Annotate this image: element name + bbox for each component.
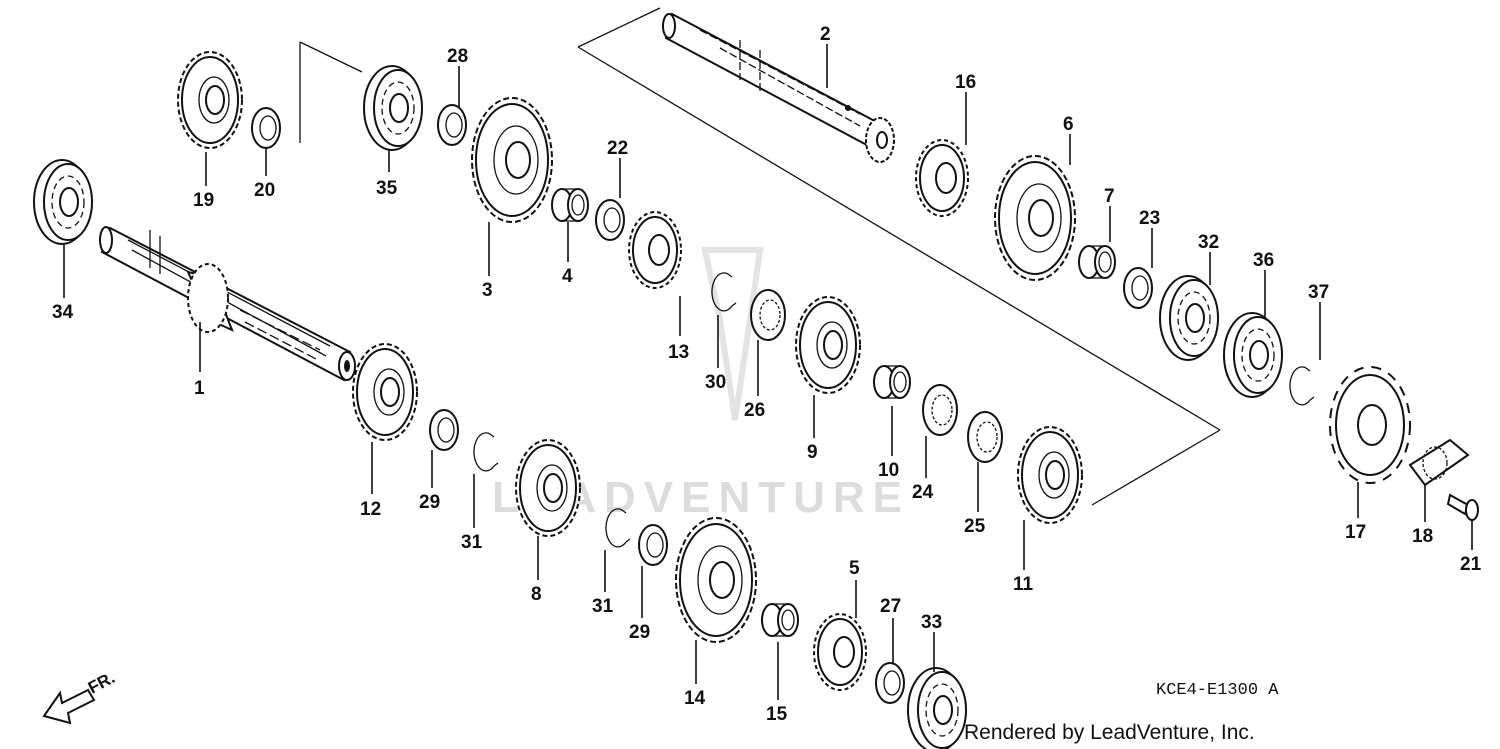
part-23-washer	[1123, 267, 1153, 309]
part-label-31-lower: 31	[592, 596, 614, 617]
part-label-25: 25	[964, 516, 986, 537]
countershaft-part	[662, 12, 895, 163]
part-32-bearing	[1159, 275, 1219, 361]
part-label-9: 9	[807, 442, 818, 463]
part-label-31: 31	[461, 532, 483, 553]
part-5-gear	[813, 613, 867, 691]
part-12-gear	[352, 343, 418, 441]
part-34-bearing	[33, 159, 93, 245]
part-29-washer-lower	[638, 524, 668, 566]
part-label-35: 35	[376, 178, 398, 199]
part-4-bushing	[551, 188, 589, 222]
mainshaft-part	[99, 226, 356, 382]
part-label-17: 17	[1345, 522, 1366, 543]
part-26-washer	[750, 289, 786, 341]
leader-lines	[63, 44, 1473, 700]
part-label-37: 37	[1308, 282, 1329, 303]
assembly-outline	[577, 7, 1221, 506]
part-33-bearing	[907, 667, 967, 749]
part-label-13: 13	[668, 342, 689, 363]
part-6-gear	[994, 155, 1076, 281]
part-24-washer	[922, 384, 958, 436]
part-label-36: 36	[1253, 250, 1274, 271]
part-35-bearing	[363, 65, 423, 151]
part-label-16: 16	[955, 72, 976, 93]
part-label-2: 2	[820, 24, 831, 45]
part-19-gear	[177, 51, 243, 149]
part-21-bolt	[1446, 493, 1479, 521]
part-28-washer	[437, 104, 467, 146]
part-label-32: 32	[1198, 232, 1219, 253]
part-label-14: 14	[684, 688, 706, 709]
credit-text: Rendered by LeadVenture, Inc.	[964, 721, 1255, 744]
part-label-7: 7	[1104, 186, 1115, 207]
part-label-10: 10	[878, 460, 899, 481]
watermark-logo-icon	[701, 247, 764, 421]
part-label-24: 24	[912, 482, 934, 503]
part-27-washer	[875, 662, 905, 704]
part-label-22: 22	[607, 138, 628, 159]
part-10-bushing	[873, 365, 911, 399]
part-label-29: 29	[419, 492, 440, 513]
part-label-12: 12	[360, 499, 381, 520]
part-36-oil-seal	[1223, 312, 1283, 398]
part-8-gear	[515, 439, 581, 537]
part-13-gear	[628, 211, 682, 289]
part-label-8: 8	[531, 584, 542, 605]
part-label-21: 21	[1460, 554, 1482, 575]
part-9-gear	[795, 296, 861, 394]
part-labels: 2 16 6 7 23 32 36 37 28 22 35 20 19 3 4 …	[52, 24, 1482, 725]
part-label-29-lower: 29	[629, 622, 650, 643]
part-label-11: 11	[1013, 574, 1034, 595]
part-label-26: 26	[744, 400, 765, 421]
part-label-30: 30	[705, 372, 726, 393]
front-direction-indicator: FR.	[42, 668, 118, 725]
part-17-sprocket	[1329, 366, 1411, 484]
part-15-bushing	[761, 603, 799, 637]
part-29-washer	[429, 409, 459, 451]
part-label-15: 15	[766, 704, 788, 725]
part-22-washer	[595, 199, 625, 241]
part-label-6: 6	[1063, 114, 1074, 135]
front-arrow-icon	[42, 688, 96, 725]
part-label-20: 20	[254, 180, 275, 201]
assembly-outline-top	[299, 41, 363, 143]
part-14-gear	[675, 517, 757, 643]
part-label-4: 4	[562, 266, 573, 287]
part-37-circlip	[1289, 366, 1315, 406]
part-20-collar	[251, 107, 281, 149]
part-label-3: 3	[482, 280, 493, 301]
part-31-circlip	[473, 432, 499, 472]
part-11-gear	[1017, 426, 1083, 524]
part-7-bushing	[1078, 245, 1116, 279]
part-label-18: 18	[1412, 526, 1433, 547]
part-label-33: 33	[921, 612, 942, 633]
part-18-fixing-plate	[1408, 438, 1470, 487]
part-label-23: 23	[1139, 208, 1160, 229]
part-3-gear	[471, 97, 553, 223]
part-25-washer	[967, 411, 1003, 463]
part-16-gear	[915, 139, 969, 217]
part-label-1: 1	[194, 378, 205, 399]
part-label-27: 27	[880, 596, 901, 617]
diagram-code: KCE4-E1300 A	[1156, 681, 1279, 700]
part-label-19: 19	[193, 190, 214, 211]
part-label-28: 28	[447, 46, 468, 67]
part-label-5: 5	[849, 558, 860, 579]
part-label-34: 34	[52, 302, 74, 323]
